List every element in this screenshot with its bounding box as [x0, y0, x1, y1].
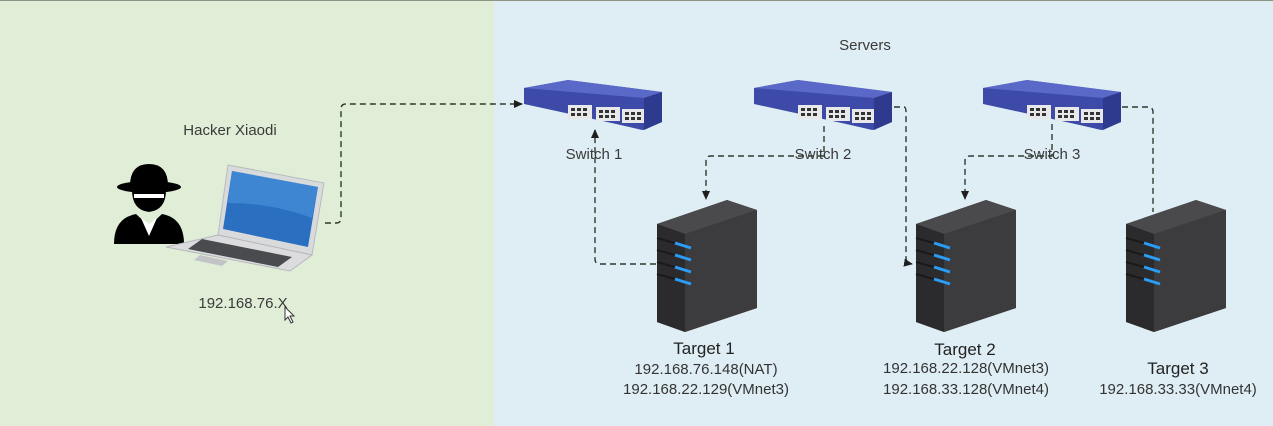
target-2-ip-2: 192.168.33.128(VMnet4) — [883, 381, 1049, 398]
mouse-cursor-icon — [284, 306, 296, 324]
window-top-border — [0, 0, 1273, 1]
laptop-icon — [165, 164, 325, 272]
hacker-ip: 192.168.76.X — [198, 295, 288, 312]
hacker-label: Hacker Xiaodi — [183, 122, 277, 139]
target-3-server-icon[interactable] — [1124, 198, 1228, 332]
servers-zone-label: Servers — [839, 37, 891, 54]
servers-zone — [494, 1, 1273, 426]
switch-3-icon[interactable] — [981, 78, 1124, 138]
link-switch2-target2 — [894, 106, 913, 267]
switch-3-label: Switch 3 — [1023, 146, 1081, 163]
switch-1-label: Switch 1 — [565, 146, 623, 163]
link-switch3-target3 — [1122, 106, 1154, 212]
link-switch3-target2 — [961, 124, 1053, 200]
target-2-ip-1: 192.168.22.128(VMnet3) — [883, 360, 1049, 377]
hacker-icon — [114, 164, 184, 244]
target-1-ip-1: 192.168.76.148(NAT) — [634, 361, 778, 378]
link-switch2-target1 — [702, 126, 825, 200]
link-target1-switch1 — [591, 129, 656, 265]
target-3-name: Target 3 — [1147, 359, 1209, 378]
switch-2-label: Switch 2 — [794, 146, 852, 163]
target-2-server-icon[interactable] — [914, 198, 1018, 332]
switch-1-icon[interactable] — [522, 78, 665, 138]
target-1-server-icon[interactable] — [655, 198, 759, 332]
target-2-name: Target 2 — [934, 340, 996, 359]
target-1-name: Target 1 — [673, 339, 735, 358]
target-1-ip-2: 192.168.22.129(VMnet3) — [623, 381, 789, 398]
link-hacker-switch1 — [325, 100, 523, 224]
target-3-ip-1: 192.168.33.33(VMnet4) — [1099, 381, 1257, 398]
switch-2-icon[interactable] — [752, 78, 895, 138]
